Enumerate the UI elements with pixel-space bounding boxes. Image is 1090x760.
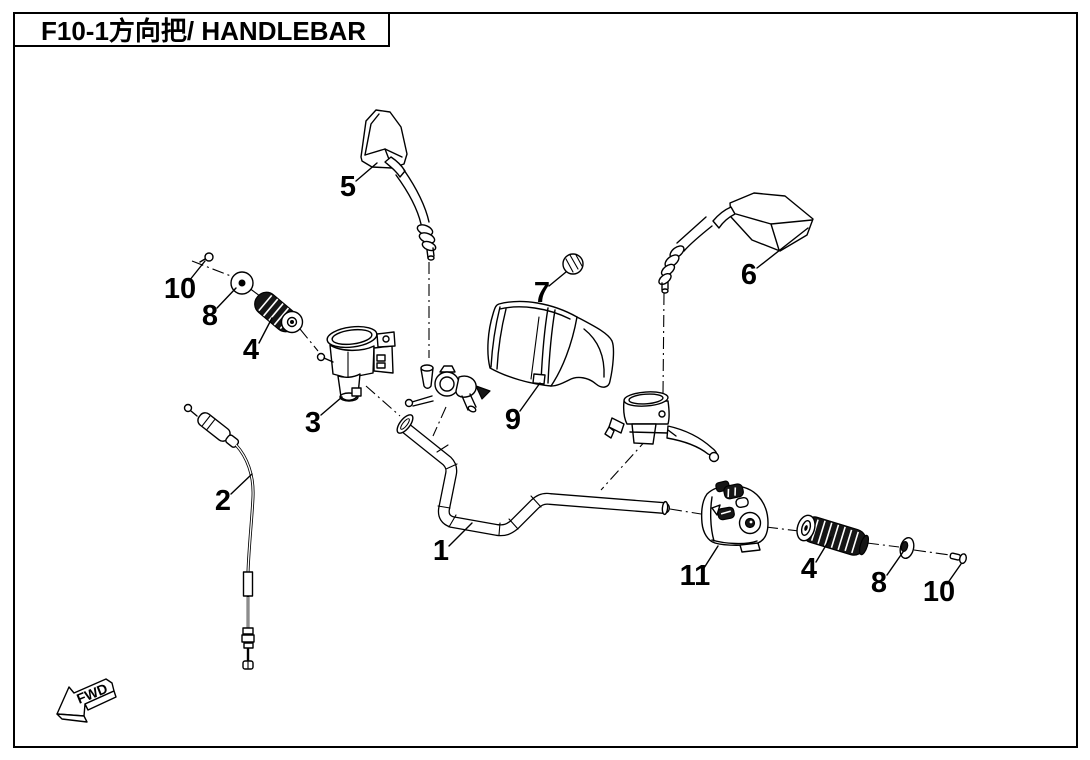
part-label-9: 9 [505, 404, 521, 436]
left-mirror [360, 109, 437, 261]
part-label-4-right: 4 [801, 553, 817, 585]
left-end-screw [199, 252, 214, 263]
right-grip [796, 514, 870, 556]
part-label-2: 2 [215, 485, 231, 517]
handlebar-cover [487, 300, 615, 388]
part-label-10-right: 10 [923, 576, 955, 608]
right-end-screw [949, 552, 967, 565]
left-grip [254, 291, 304, 334]
part-label-4-left: 4 [243, 334, 259, 366]
right-mirror [658, 192, 814, 294]
left-washer [230, 271, 254, 295]
page-title: F10-1方向把/ HANDLEBAR [41, 16, 367, 46]
part-labels: 1 2 3 4 4 5 6 7 8 8 9 10 10 11 [164, 162, 962, 608]
part-label-8-right: 8 [871, 567, 887, 599]
part-label-6: 6 [741, 259, 757, 291]
part-label-11: 11 [680, 560, 711, 592]
part-label-7: 7 [534, 277, 550, 309]
part-label-3: 3 [305, 407, 321, 439]
fwd-arrow: FWD [56, 678, 117, 723]
page-border-frame [13, 12, 1078, 748]
handlebar [396, 414, 670, 537]
handlebar-bend-marks [436, 444, 542, 536]
title-box: F10-1方向把/ HANDLEBAR [13, 12, 390, 47]
part-label-1: 1 [433, 535, 449, 567]
part-label-5: 5 [340, 171, 356, 203]
throttle-housing [316, 325, 396, 402]
part-label-10-left: 10 [164, 273, 196, 305]
switch-housing [700, 480, 769, 553]
axis-lines [191, 260, 951, 556]
right-washer [899, 536, 915, 560]
throttle-cable [183, 403, 255, 670]
cover-screw [562, 253, 584, 275]
brake-master-cylinder [604, 391, 720, 463]
part-label-8-left: 8 [202, 300, 218, 332]
brake-switch-assembly [404, 364, 491, 413]
